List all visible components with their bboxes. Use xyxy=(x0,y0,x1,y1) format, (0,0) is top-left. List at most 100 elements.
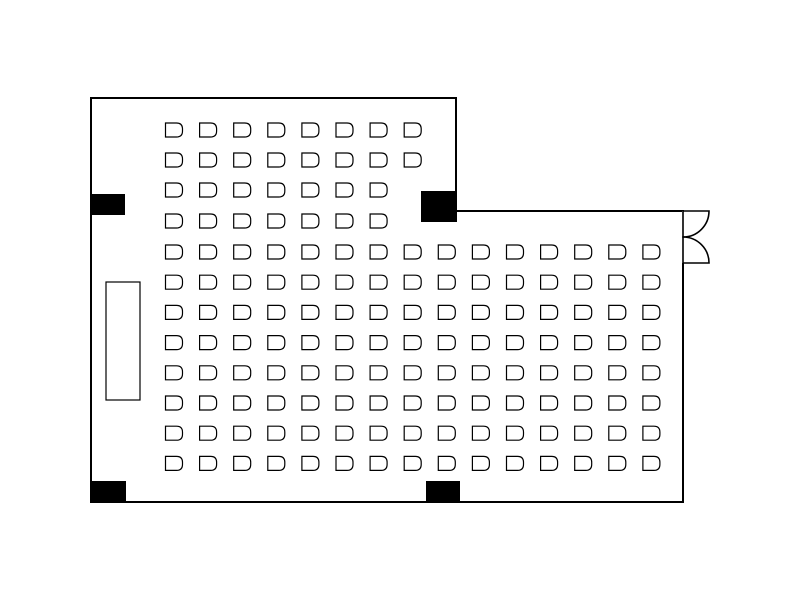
seat-main-r4-c8 xyxy=(403,335,422,351)
seat-main-r8-c2 xyxy=(199,455,218,471)
seat-main-r1-c1 xyxy=(164,244,184,260)
seat-main-r3-c9 xyxy=(437,304,456,320)
seat-upper-r3-c3 xyxy=(233,182,252,198)
seat-upper-r2-c1 xyxy=(164,152,184,168)
seat-main-r1-c5 xyxy=(301,244,320,260)
seat-main-r7-c15 xyxy=(642,425,661,441)
seat-upper-r1-c2 xyxy=(199,122,218,138)
seat-main-r2-c15 xyxy=(642,274,661,290)
seat-main-r3-c11 xyxy=(505,304,525,320)
seat-upper-r3-c2 xyxy=(199,182,218,198)
seat-main-r6-c4 xyxy=(267,395,286,411)
seat-main-r3-c8 xyxy=(403,304,422,320)
pillar-left-wall xyxy=(91,194,125,215)
seat-main-r8-c10 xyxy=(471,455,490,471)
seat-main-r8-c14 xyxy=(608,455,627,471)
seat-main-r7-c7 xyxy=(369,425,388,441)
seat-main-r6-c8 xyxy=(403,395,422,411)
door-leaf-upper[interactable] xyxy=(682,210,710,238)
seat-main-r8-c5 xyxy=(301,455,320,471)
seat-main-r7-c6 xyxy=(335,425,354,441)
seat-main-r6-c13 xyxy=(574,395,593,411)
seat-upper-r2-c6 xyxy=(335,152,354,168)
seat-main-r5-c10 xyxy=(471,365,490,381)
seat-main-r2-c5 xyxy=(301,274,320,290)
seat-main-r3-c7 xyxy=(369,304,388,320)
seat-main-r3-c3 xyxy=(233,304,252,320)
seat-main-r6-c10 xyxy=(471,395,490,411)
seat-main-r5-c5 xyxy=(301,365,320,381)
seat-upper-r3-c5 xyxy=(301,182,320,198)
stage-platform xyxy=(105,281,141,401)
seat-main-r4-c13 xyxy=(574,335,593,351)
seat-upper-r2-c2 xyxy=(199,152,218,168)
seat-main-r5-c7 xyxy=(369,365,388,381)
seat-main-r4-c9 xyxy=(437,335,456,351)
seat-main-r4-c12 xyxy=(540,335,559,351)
seat-main-r1-c11 xyxy=(505,244,525,260)
seat-main-r6-c2 xyxy=(199,395,218,411)
seat-main-r7-c5 xyxy=(301,425,320,441)
seat-upper-r1-c1 xyxy=(164,122,184,138)
double-door[interactable] xyxy=(682,210,710,264)
seat-main-r4-c3 xyxy=(233,335,252,351)
seat-main-r2-c6 xyxy=(335,274,354,290)
seat-upper-r4-c6 xyxy=(335,213,354,229)
seat-upper-r2-c4 xyxy=(267,152,286,168)
seat-upper-r1-c5 xyxy=(301,122,320,138)
seat-main-r8-c9 xyxy=(437,455,456,471)
door-leaf-lower[interactable] xyxy=(682,236,710,264)
seat-main-r5-c15 xyxy=(642,365,661,381)
seat-main-r1-c3 xyxy=(233,244,252,260)
seat-upper-r2-c7 xyxy=(369,152,388,168)
seat-main-r4-c15 xyxy=(642,335,661,351)
seat-upper-r3-c7 xyxy=(369,182,388,198)
seat-main-r7-c10 xyxy=(471,425,490,441)
seat-main-r8-c6 xyxy=(335,455,354,471)
seat-main-r3-c4 xyxy=(267,304,286,320)
seat-main-r4-c10 xyxy=(471,335,490,351)
seat-main-r7-c4 xyxy=(267,425,286,441)
seat-main-r5-c14 xyxy=(608,365,627,381)
seat-main-r7-c13 xyxy=(574,425,593,441)
seat-main-r5-c11 xyxy=(505,365,525,381)
seat-main-r2-c11 xyxy=(505,274,525,290)
seat-upper-r2-c5 xyxy=(301,152,320,168)
seat-main-r6-c14 xyxy=(608,395,627,411)
seat-main-r8-c3 xyxy=(233,455,252,471)
seat-main-r1-c10 xyxy=(471,244,490,260)
seat-main-r4-c2 xyxy=(199,335,218,351)
seat-upper-r3-c1 xyxy=(164,182,184,198)
seat-upper-r4-c2 xyxy=(199,213,218,229)
seat-main-r1-c4 xyxy=(267,244,286,260)
seat-main-r3-c10 xyxy=(471,304,490,320)
seating-area xyxy=(164,122,661,471)
seat-main-r8-c13 xyxy=(574,455,593,471)
seat-main-r6-c5 xyxy=(301,395,320,411)
seat-upper-r1-c3 xyxy=(233,122,252,138)
seat-upper-r4-c4 xyxy=(267,213,286,229)
seat-main-r6-c7 xyxy=(369,395,388,411)
seat-main-r7-c3 xyxy=(233,425,252,441)
seat-main-r2-c9 xyxy=(437,274,456,290)
seat-main-r6-c6 xyxy=(335,395,354,411)
seat-main-r3-c14 xyxy=(608,304,627,320)
seat-main-r8-c1 xyxy=(164,455,184,471)
seat-main-r6-c15 xyxy=(642,395,661,411)
seat-main-r5-c1 xyxy=(164,365,184,381)
seat-upper-r1-c7 xyxy=(369,122,388,138)
seat-main-r7-c2 xyxy=(199,425,218,441)
seat-main-r8-c4 xyxy=(267,455,286,471)
seat-main-r4-c4 xyxy=(267,335,286,351)
seat-main-r4-c7 xyxy=(369,335,388,351)
seat-main-r6-c3 xyxy=(233,395,252,411)
seat-main-r1-c9 xyxy=(437,244,456,260)
seat-main-r5-c2 xyxy=(199,365,218,381)
seat-main-r7-c9 xyxy=(437,425,456,441)
seat-main-r3-c5 xyxy=(301,304,320,320)
seat-main-r8-c12 xyxy=(540,455,559,471)
seat-main-r3-c6 xyxy=(335,304,354,320)
seat-main-r2-c4 xyxy=(267,274,286,290)
seat-main-r2-c14 xyxy=(608,274,627,290)
